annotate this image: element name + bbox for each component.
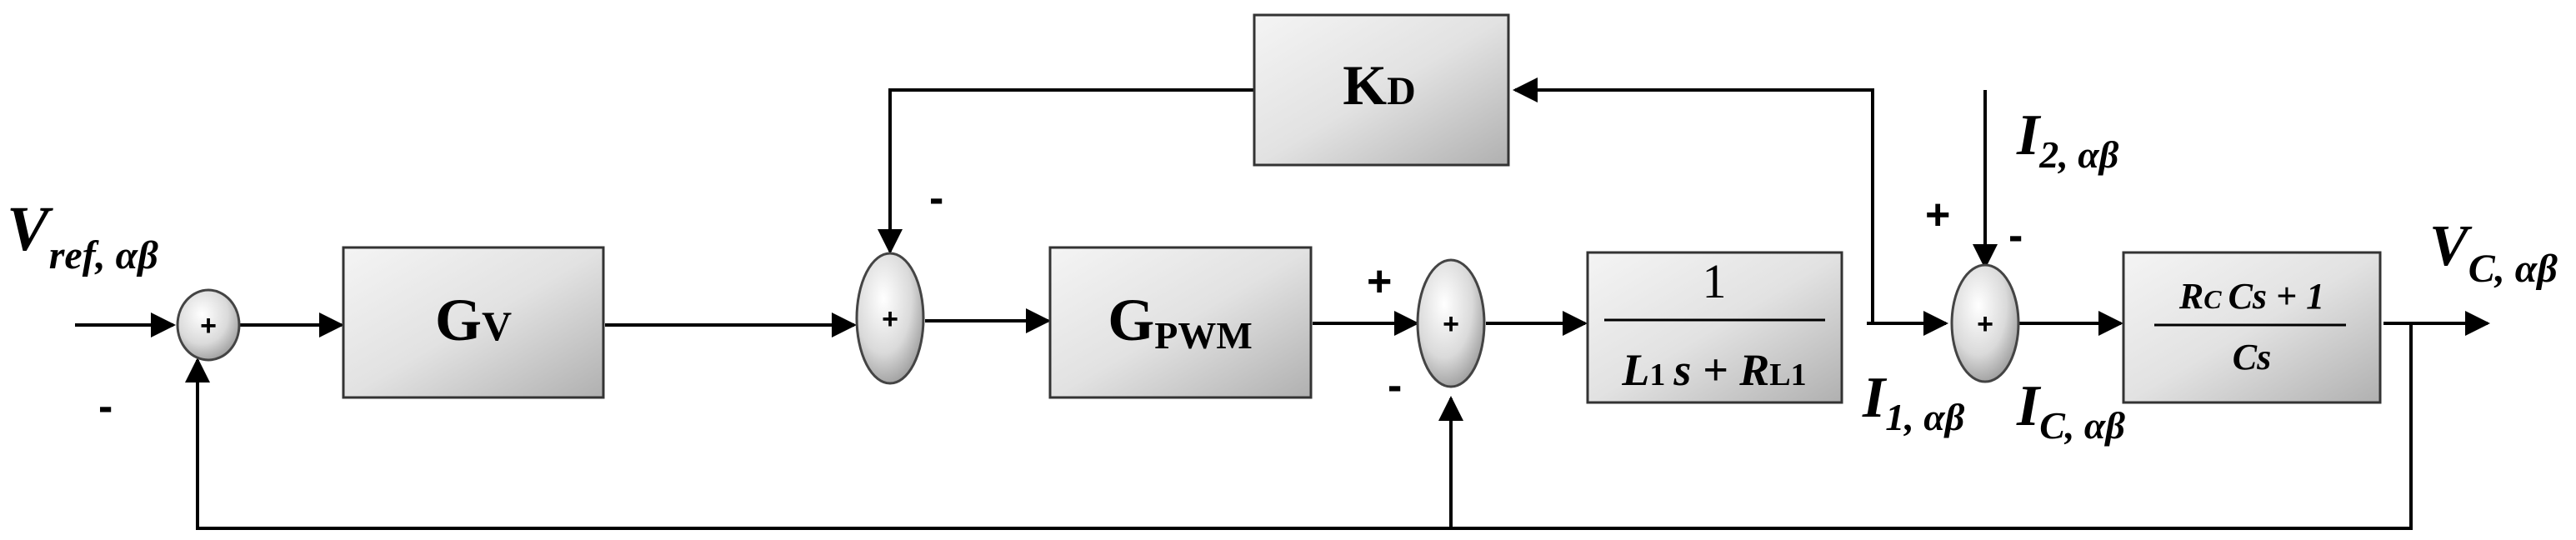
block-gv: GV xyxy=(342,246,605,399)
signal-lines xyxy=(75,78,2490,530)
i2-label: I xyxy=(2016,103,2042,168)
plant-den-l-sub: 1 xyxy=(1649,358,1665,392)
gpwm-label: G xyxy=(1108,287,1154,353)
vc-subscript: C, αβ xyxy=(2468,247,2558,291)
plant-numerator: 1 xyxy=(1703,254,1727,308)
summing-junction-3: + xyxy=(1416,258,1486,388)
kd-label: K xyxy=(1343,53,1387,117)
i1-subscript: 1, αβ xyxy=(1885,396,1964,438)
s3-left-sign: + xyxy=(1367,258,1392,306)
s1-center-sign: + xyxy=(200,310,217,342)
gpwm-subscript: PWM xyxy=(1154,314,1253,357)
s4-top-sign: - xyxy=(2008,212,2023,260)
svg-text:I2, αβ: I2, αβ xyxy=(2016,103,2119,176)
plant-den-s: s + R xyxy=(1673,345,1769,395)
vref-label: V xyxy=(7,194,53,264)
svg-text:GPWM: GPWM xyxy=(1108,287,1253,357)
svg-text:VC, αβ: VC, αβ xyxy=(2429,214,2558,291)
s2-top-sign: - xyxy=(929,174,943,222)
cap-num-r: R xyxy=(2178,276,2203,317)
wire-vc-feedback xyxy=(185,323,2413,530)
svg-text:L1s + RL1: L1s + RL1 xyxy=(1621,345,1806,395)
svg-text:IC, αβ: IC, αβ xyxy=(2016,374,2125,447)
summing-junction-2: + xyxy=(855,252,925,385)
s4-center-sign: + xyxy=(1977,308,1993,340)
wire-i1-to-kd xyxy=(1513,78,1874,323)
cap-num-r-sub: C xyxy=(2203,284,2222,314)
plant-den-l: L xyxy=(1621,345,1649,395)
block-kd: KD xyxy=(1253,13,1510,167)
ic-label: I xyxy=(2016,374,2042,438)
summing-junction-1: + xyxy=(176,288,241,362)
s3-center-sign: + xyxy=(1443,308,1459,340)
plant-den-r-sub: L1 xyxy=(1769,358,1806,392)
ic-subscript: C, αβ xyxy=(2039,404,2125,447)
i2-subscript: 2, αβ xyxy=(2038,133,2118,176)
wire-kd-feedback-to-s2 xyxy=(878,88,1254,254)
svg-text:GV: GV xyxy=(435,287,512,353)
cap-num-rest: Cs + 1 xyxy=(2228,276,2325,317)
s4-left-sign: + xyxy=(1925,191,1950,239)
gv-label: G xyxy=(435,287,482,353)
block-gpwm: GPWM xyxy=(1048,246,1313,399)
cap-denominator: Cs xyxy=(2233,337,2271,378)
svg-text:Vref, αβ: Vref, αβ xyxy=(7,194,158,278)
summing-junction-4: + xyxy=(1950,263,2020,383)
i1-label: I xyxy=(1862,366,1888,430)
s3-bottom-sign: - xyxy=(1388,362,1402,410)
s2-center-sign: + xyxy=(882,303,898,335)
gv-subscript: V xyxy=(482,302,512,349)
svg-text:KD: KD xyxy=(1343,53,1416,117)
vref-subscript: ref, αβ xyxy=(49,233,159,278)
vc-label: V xyxy=(2429,214,2473,278)
svg-text:I1, αβ: I1, αβ xyxy=(1862,366,1965,438)
kd-subscript: D xyxy=(1387,69,1416,113)
s1-bottom-sign: - xyxy=(98,382,113,431)
